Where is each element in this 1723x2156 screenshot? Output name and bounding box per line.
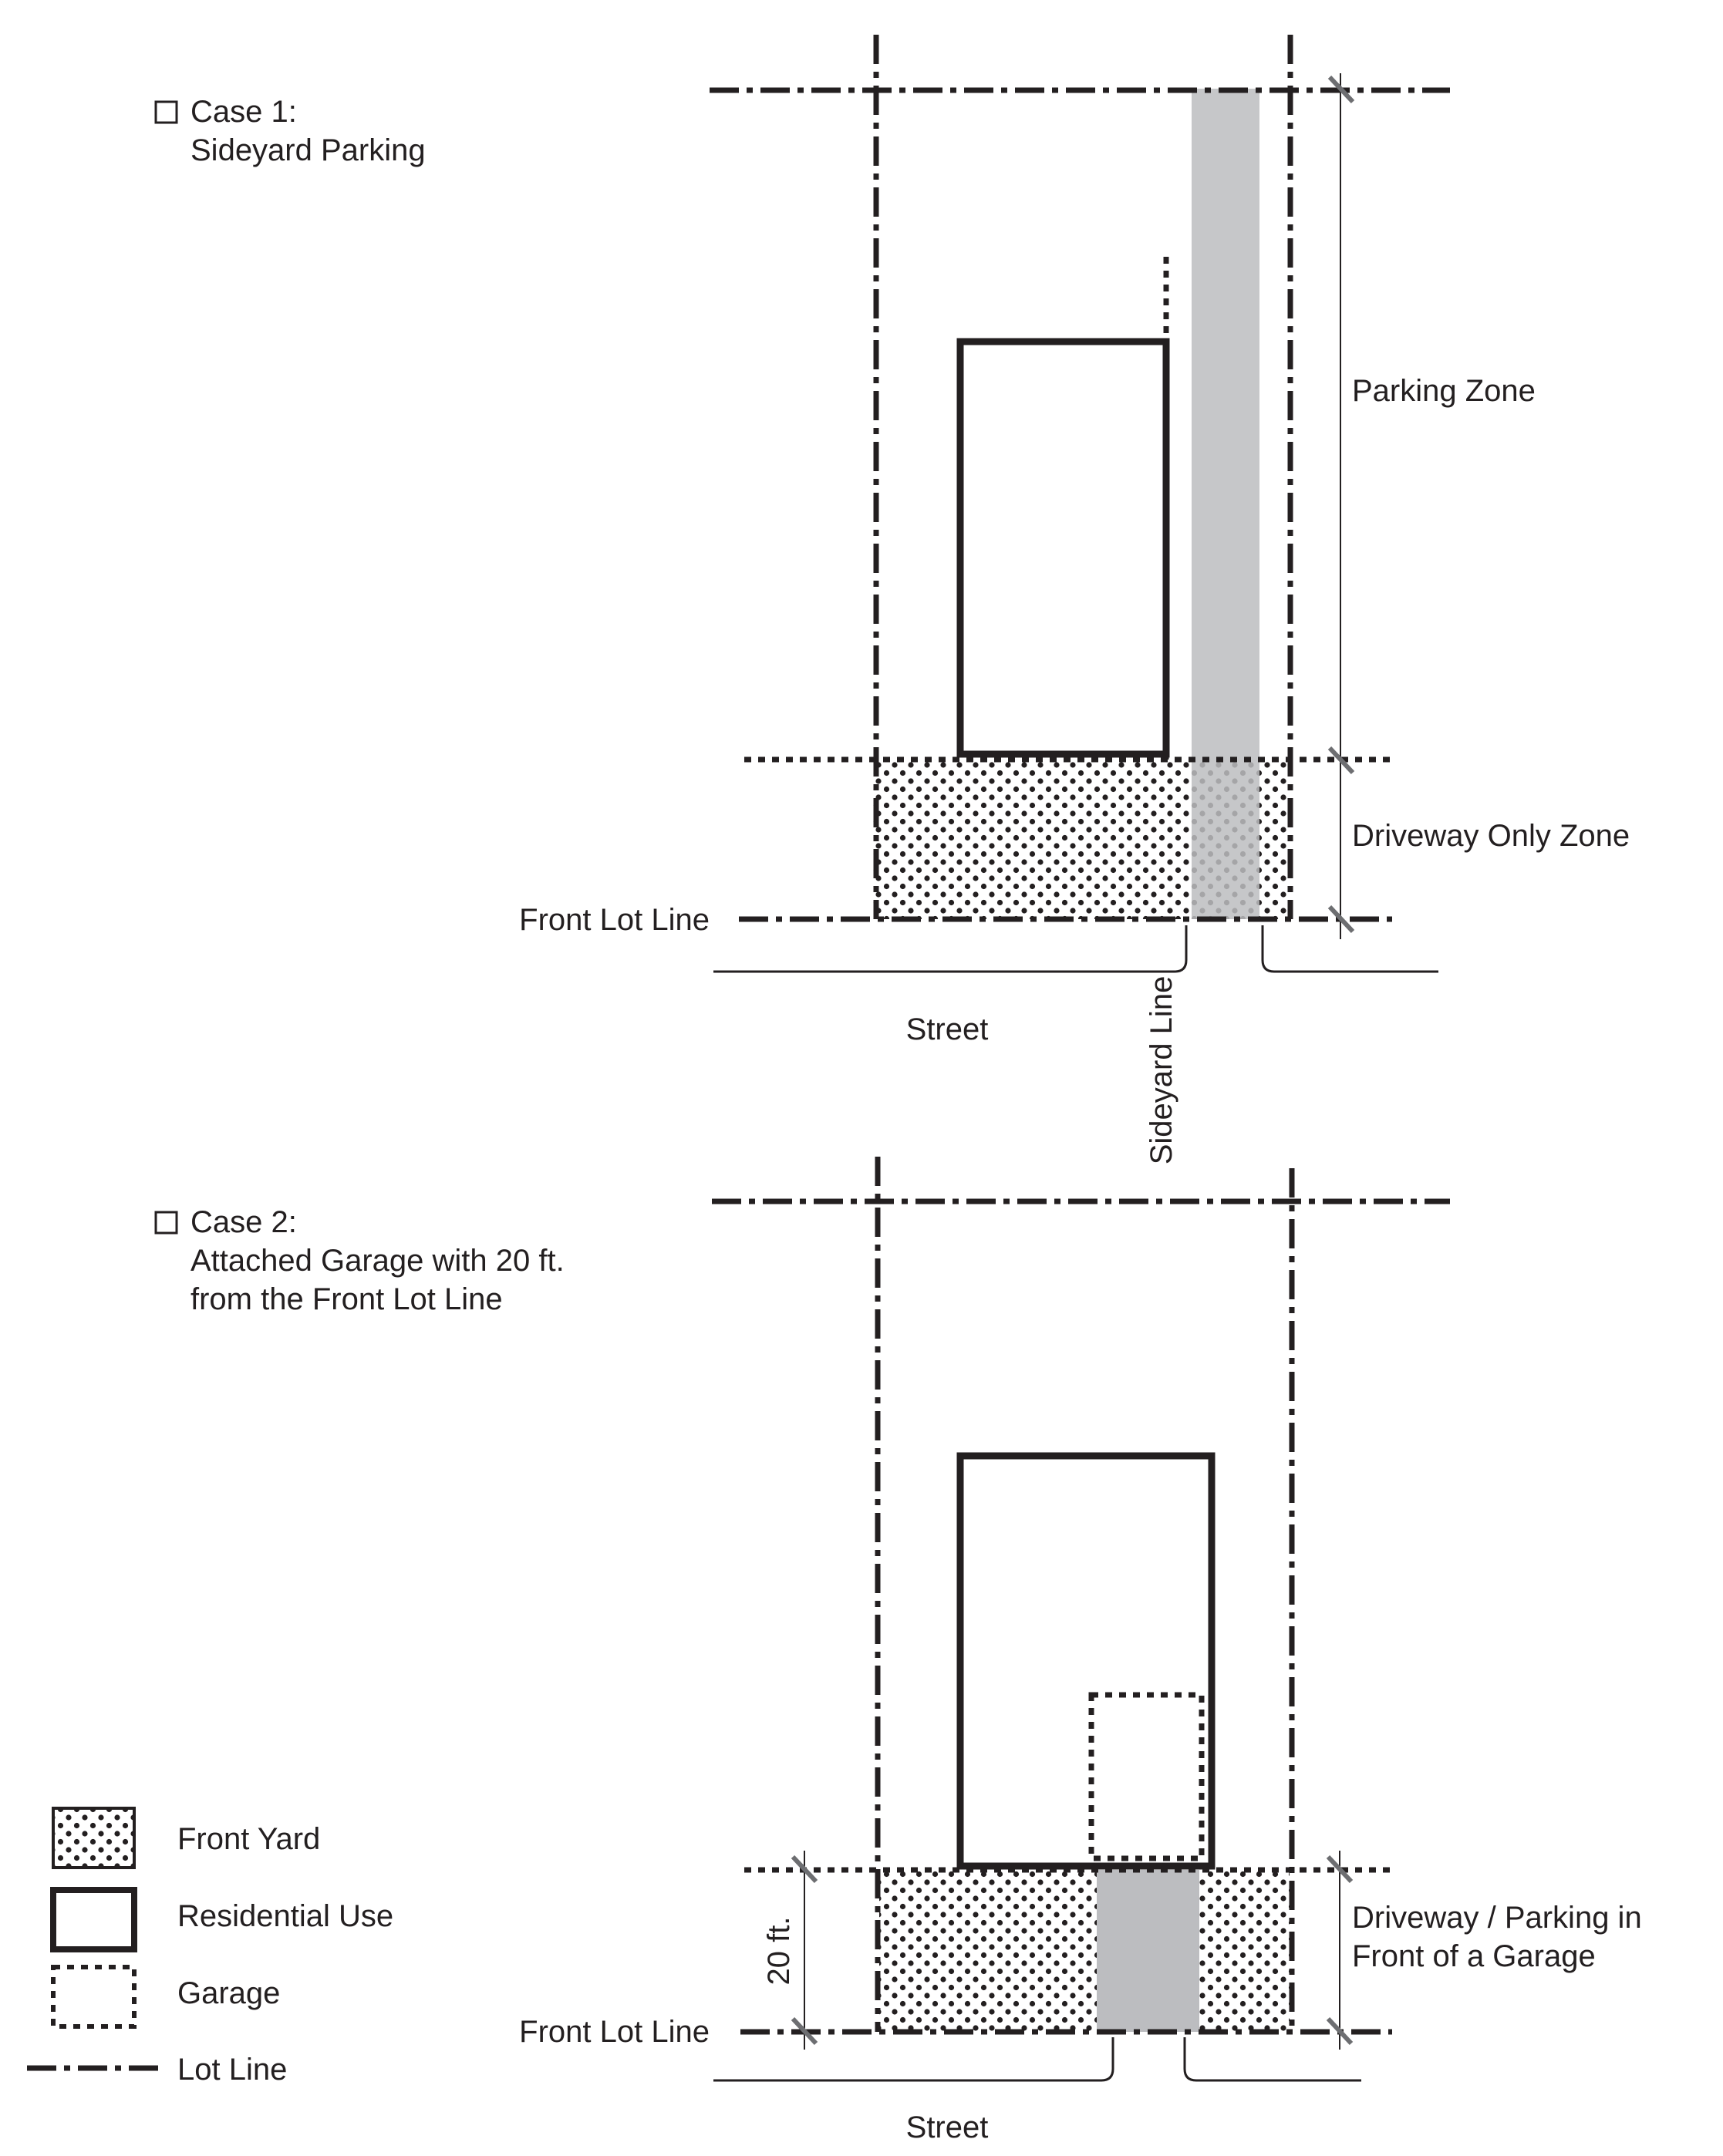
legend-front-yard-swatch [52,1807,136,1869]
case2-street-label: Street [906,2111,989,2144]
case2-diagram: 20 ft. Case 2: Attached Garage with 20 f… [154,1157,1642,2144]
case1-dimension-ticks [1327,75,1355,934]
legend-residential-label: Residential Use [177,1899,393,1933]
case1-street-curb-right [1261,925,1438,973]
case1-driveway-strip [1192,89,1259,919]
legend-residential-swatch [50,1887,137,1952]
case2-street-curb-right [1183,2037,1361,2082]
case2-left-dimension-ticks [791,1854,818,2046]
case2-driveway [1097,1870,1199,2032]
case2-checkbox-icon [154,1211,178,1235]
case2-residential-building [956,1452,1216,1870]
case2-front-yard [879,1870,1290,2032]
legend-garage-label: Garage [177,1976,280,2010]
case2-garage [1088,1692,1205,1861]
case1-checkbox-icon [154,100,178,124]
case2-right-dimension-ticks [1326,1854,1354,2046]
case2-title: Case 2: [191,1205,297,1239]
case2-driveway-label-line2: Front of a Garage [1352,1939,1596,1973]
legend-garage-swatch [51,1965,137,2029]
case1-street-curb-left [713,925,1188,973]
case1-diagram: Case 1: Sideyard Parking Parking Zone Dr… [154,35,1630,1165]
legend-lot-line-label: Lot Line [177,2053,287,2087]
case1-title: Case 1: [191,95,297,129]
legend: Front Yard Residential Use Garage Lot Li… [27,1807,393,2087]
case2-dimension-label: 20 ft. [762,1917,796,1986]
case1-front-lot-line-label: Front Lot Line [519,903,710,937]
case2-front-lot-line-label: Front Lot Line [519,2015,710,2049]
case2-subtitle-line1: Attached Garage with 20 ft. [191,1244,565,1278]
case2-lot-lines [712,1157,1450,2035]
case2-driveway-label-line1: Driveway / Parking in [1352,1901,1642,1935]
case1-parking-zone-label: Parking Zone [1352,374,1536,408]
case1-sideyard-line-label: Sideyard Line [1145,976,1178,1165]
legend-front-yard-label: Front Yard [177,1822,320,1856]
case1-subtitle: Sideyard Parking [191,133,426,167]
case1-lot-lines [710,35,1450,922]
case2-street-curb-left [713,2037,1114,2082]
case1-street-label: Street [906,1012,989,1046]
case1-residential-building [956,338,1170,758]
case1-driveway-only-label: Driveway Only Zone [1352,819,1630,853]
case2-subtitle-line2: from the Front Lot Line [191,1282,503,1316]
